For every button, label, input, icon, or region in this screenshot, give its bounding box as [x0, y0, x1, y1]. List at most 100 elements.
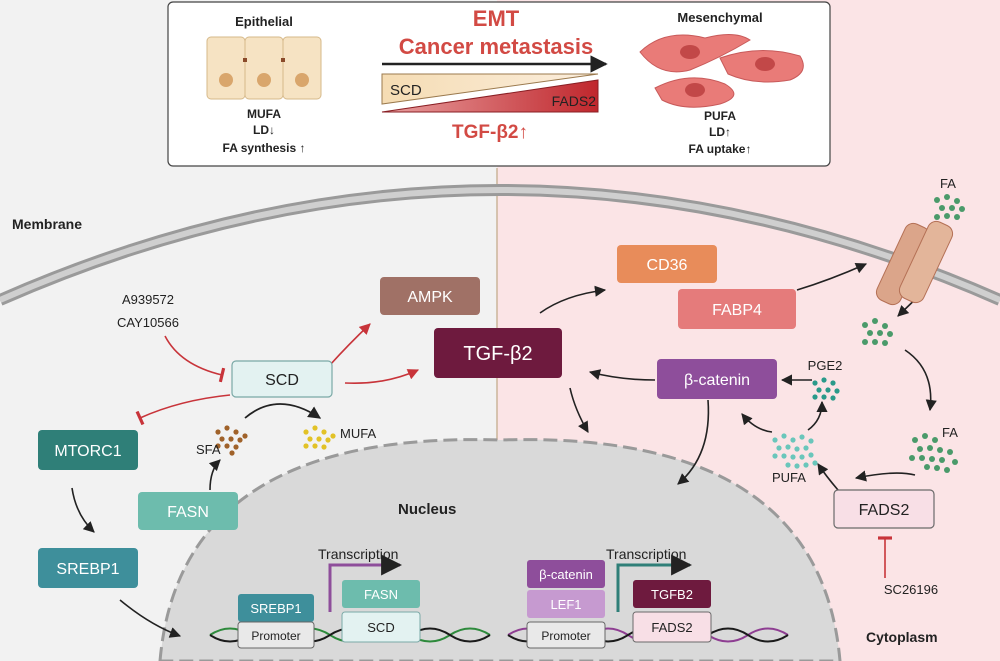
transcription-right-label: Transcription — [606, 546, 686, 562]
fa-dots-right-icon — [909, 433, 958, 473]
tgf-label: TGF-β2 — [463, 343, 532, 365]
ampk-label: AMPK — [407, 289, 453, 306]
inhibitor-sc26196: SC26196 — [884, 582, 938, 597]
arrow-fabp4-transporter — [796, 262, 868, 291]
fasn-label: FASN — [167, 504, 209, 521]
mesenchymal-line-1: PUFA — [704, 109, 736, 123]
gene-scd-label: SCD — [367, 620, 394, 635]
header-tgf-label: TGF-β2↑ — [452, 122, 528, 143]
gene-srebp1-box — [238, 594, 314, 622]
membrane-label: Membrane — [12, 216, 82, 232]
arrow-bcatenin-nucleus — [677, 399, 710, 485]
gene-tgfb2-box — [633, 580, 711, 608]
gene-bcatenin-box — [527, 560, 605, 588]
promoter-right-box — [526, 621, 606, 649]
arrow-srebp1-nucleus — [119, 599, 182, 638]
gene-fads2-box — [632, 611, 712, 643]
gene-bcatenin-label: β-catenin — [539, 567, 593, 582]
wedge-scd-label: SCD — [390, 82, 422, 99]
gene-fasn-label: FASN — [364, 587, 398, 602]
scd-label: SCD — [265, 372, 299, 389]
arrow-mtorc1-srebp1 — [71, 487, 95, 533]
gene-lef1-label: LEF1 — [550, 597, 581, 612]
scd-wedge — [381, 73, 599, 105]
arrow-pufa-pge2 — [807, 400, 828, 431]
mufa-dots-icon — [303, 425, 336, 450]
bcatenin-label: β-catenin — [684, 372, 750, 389]
scd-node — [231, 360, 333, 398]
arrow-scd-tgf — [344, 369, 420, 385]
fa-transporter-icon — [875, 220, 954, 306]
fa-dots-mid-icon — [862, 318, 893, 346]
arrow-tgf-nucleus — [569, 387, 589, 433]
cell-membrane-inner — [0, 187, 1000, 303]
mtorc1-node — [38, 430, 138, 470]
arrow-fa-fads2 — [854, 470, 916, 482]
srebp1-label: SREBP1 — [56, 561, 119, 578]
transcription-left-arrow — [328, 554, 403, 612]
epithelial-cells-icon — [206, 36, 322, 100]
tgf-node — [434, 328, 562, 378]
wedge-fads2-label: FADS2 — [552, 93, 597, 109]
fads2-node — [833, 489, 935, 529]
mufa-label: MUFA — [340, 426, 376, 441]
inhibit-mtorc1-line — [135, 394, 231, 426]
gene-lef1-box — [527, 590, 605, 618]
arrow-sfa-mufa — [244, 403, 322, 419]
gene-tgfb2-label: TGFB2 — [651, 587, 693, 602]
arrow-pufa-bcatenin — [741, 413, 773, 433]
gene-srebp1-label: SREBP1 — [250, 601, 301, 616]
fabp4-label: FABP4 — [712, 302, 762, 319]
mesenchymal-line-3: FA uptake↑ — [689, 142, 752, 156]
ampk-node — [380, 277, 480, 315]
promoter-right-label: Promoter — [541, 629, 590, 643]
srebp1-node — [38, 548, 138, 588]
emt-title: EMT — [473, 6, 520, 31]
mtorc1-label: MTORC1 — [54, 443, 121, 460]
pge2-dots-icon — [812, 377, 840, 401]
epithelial-line-1: MUFA — [247, 107, 281, 121]
fads2-wedge — [381, 79, 599, 113]
transcription-right-arrow — [616, 554, 693, 612]
pufa-label: PUFA — [772, 470, 806, 485]
fasn-node — [138, 492, 238, 530]
bcatenin-node — [657, 359, 777, 399]
promoter-left-label: Promoter — [251, 629, 300, 643]
inhibitor-a939572: A939572 — [122, 292, 174, 307]
arrow-fasn-sfa — [208, 459, 221, 491]
inhibit-scd-line — [164, 335, 226, 383]
arrow-scd-ampk — [329, 323, 371, 366]
emt-subtitle: Cancer metastasis — [399, 34, 593, 59]
promoter-left-box — [237, 621, 315, 649]
cd36-node — [617, 245, 717, 283]
pufa-dots-icon — [772, 433, 818, 469]
cd36-label: CD36 — [647, 257, 688, 274]
arrow-tgf-cd36 — [539, 285, 607, 314]
pge2-label: PGE2 — [808, 358, 843, 373]
arrow-fads2-pufa — [817, 463, 839, 491]
gene-scd-box — [341, 611, 421, 643]
epithelial-line-2: LD↓ — [253, 123, 275, 137]
epithelial-line-3: FA synthesis ↑ — [223, 141, 306, 155]
arrow-fa-down — [904, 349, 937, 412]
fa-right-label: FA — [942, 425, 958, 440]
inhibitor-cay10566: CAY10566 — [117, 315, 179, 330]
arrow-bcatenin-tgf — [588, 369, 656, 381]
mesenchymal-cells-icon — [639, 34, 804, 108]
fads2-label: FADS2 — [859, 502, 910, 519]
mesenchymal-title: Mesenchymal — [677, 10, 762, 25]
gene-fads2-label: FADS2 — [651, 620, 692, 635]
fa-top-label: FA — [940, 176, 956, 191]
fa-dots-top-icon — [934, 194, 965, 220]
sfa-label: SFA — [196, 442, 221, 457]
fabp4-node — [678, 289, 796, 329]
gene-fasn-box — [342, 580, 420, 608]
sfa-dots-icon — [215, 425, 248, 456]
epithelial-title: Epithelial — [235, 14, 293, 29]
nucleus-label: Nucleus — [398, 501, 456, 518]
cytoplasm-label: Cytoplasm — [866, 629, 938, 645]
transcription-left-label: Transcription — [318, 546, 398, 562]
mesenchymal-line-2: LD↑ — [709, 125, 731, 139]
